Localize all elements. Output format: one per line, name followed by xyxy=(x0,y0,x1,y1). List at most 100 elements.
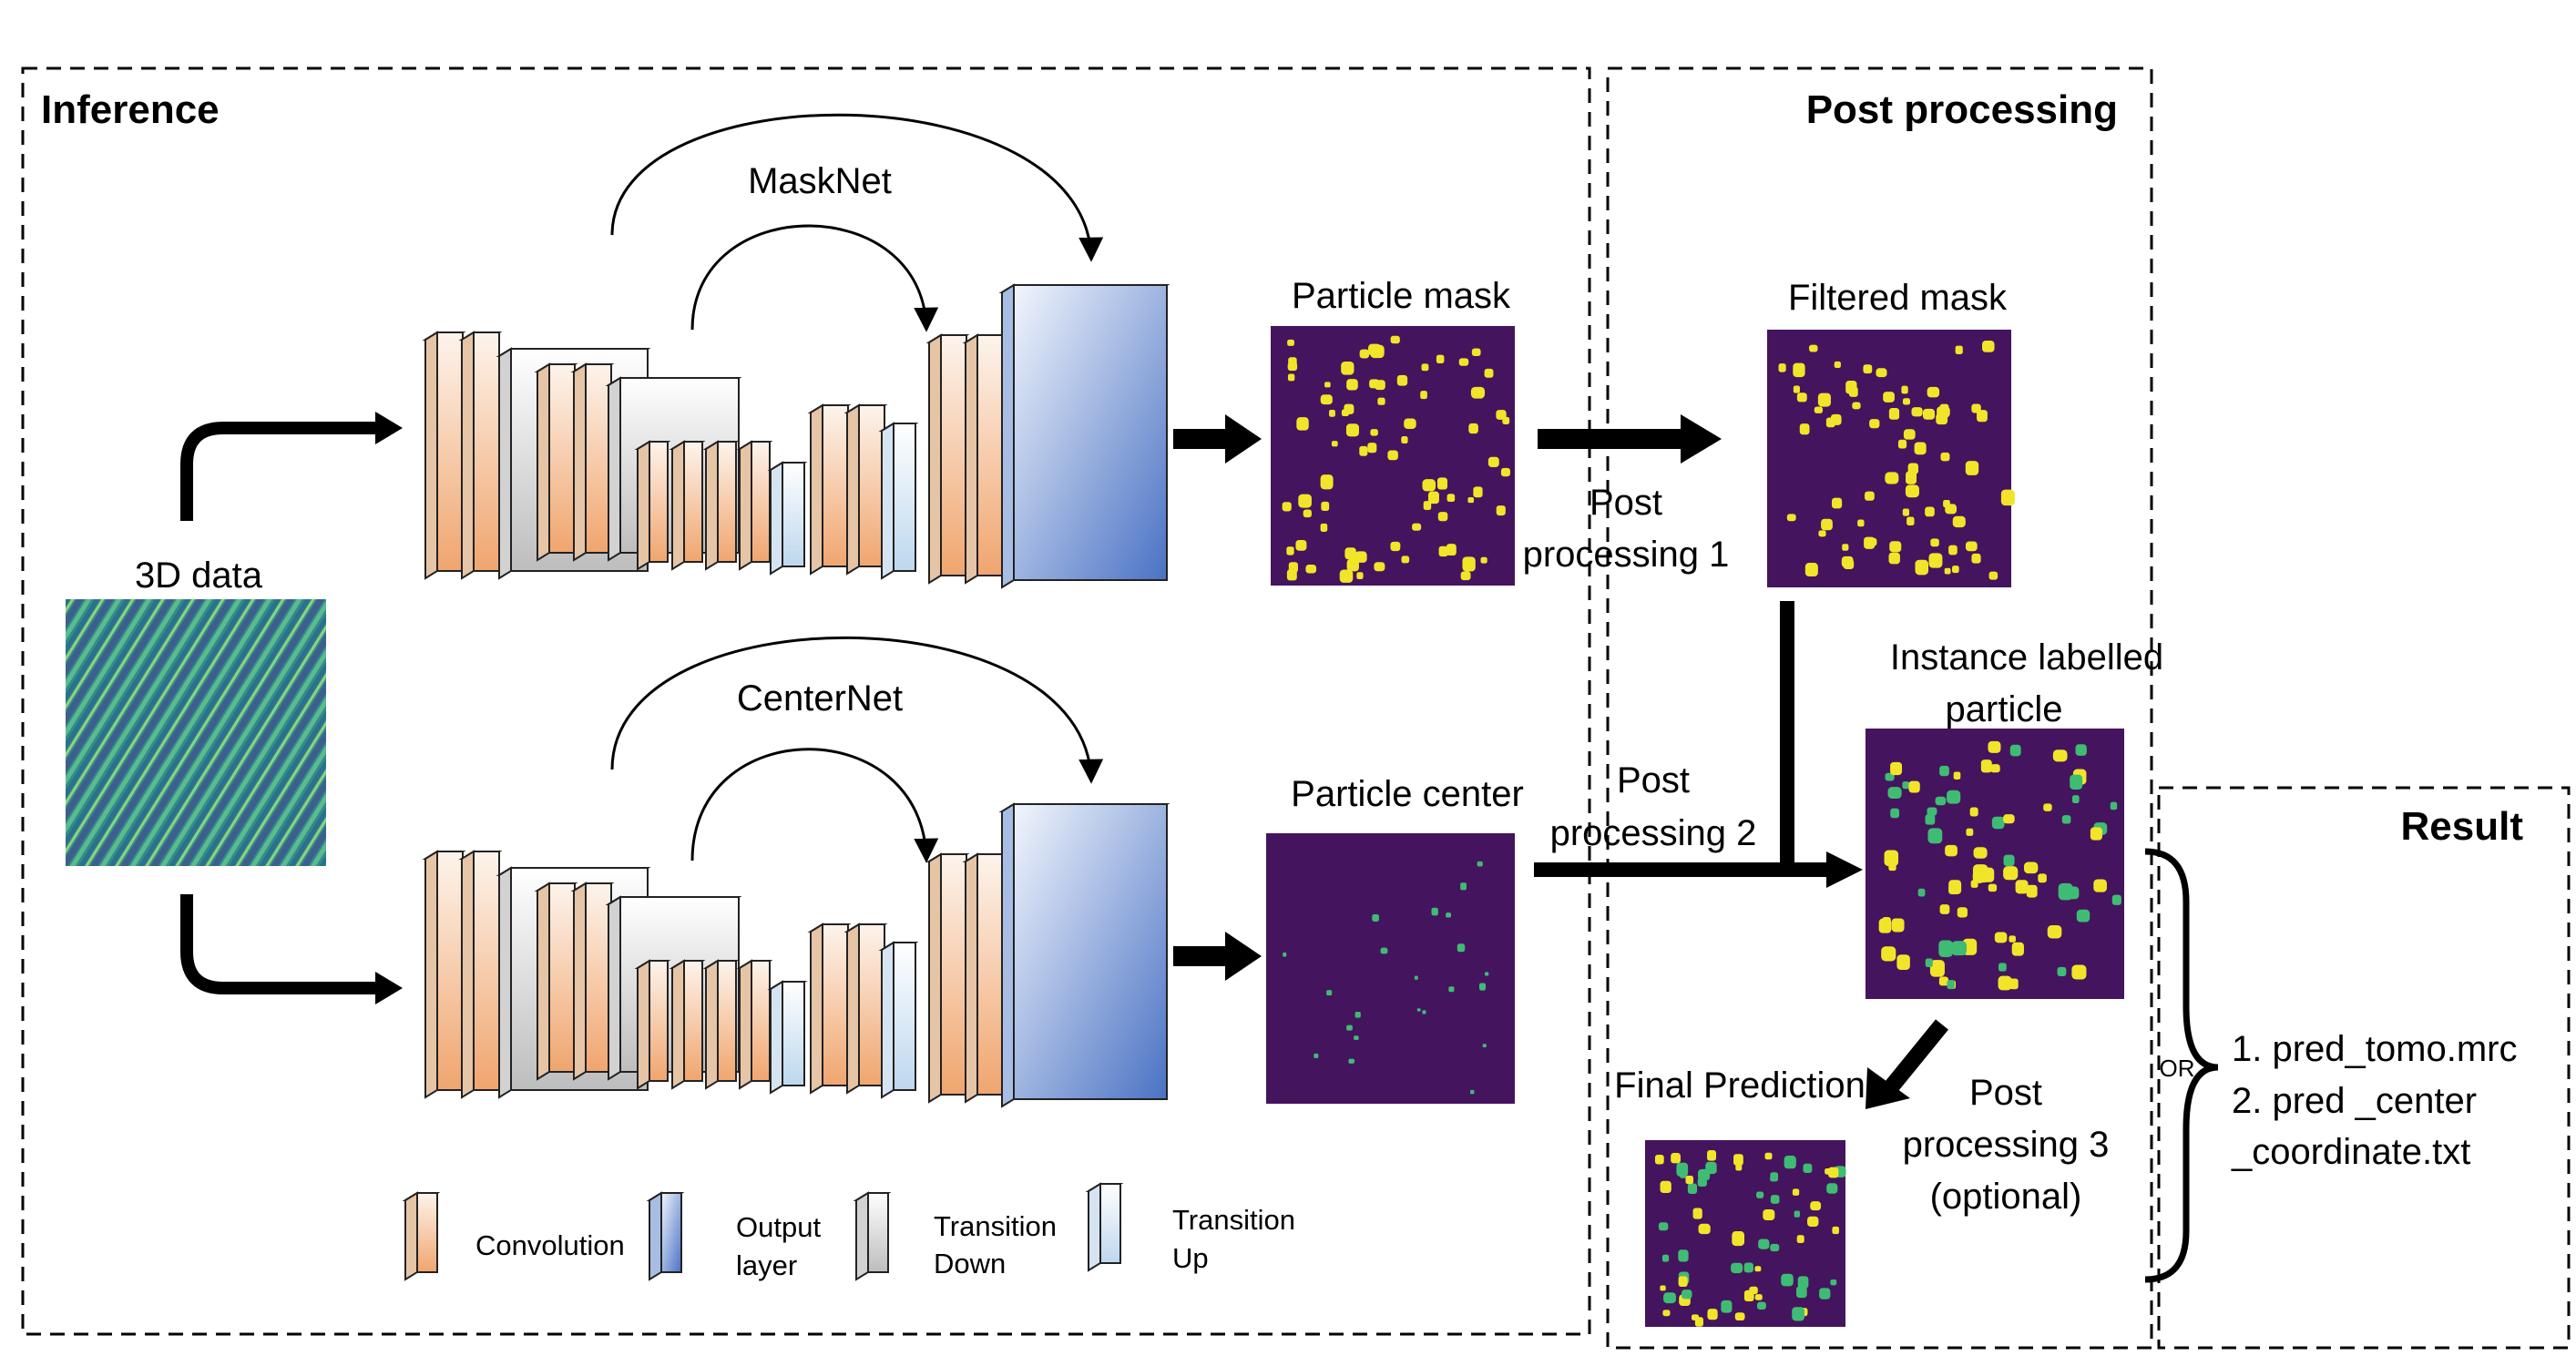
legend-output-label-line1: Output xyxy=(736,1211,821,1243)
particle xyxy=(1810,1201,1822,1211)
particle xyxy=(1830,413,1842,425)
particle xyxy=(1944,567,1951,575)
pp3-label-line3: (optional) xyxy=(1930,1177,2082,1217)
particle xyxy=(1778,363,1786,372)
particle xyxy=(1915,559,1929,576)
particle xyxy=(1830,1279,1837,1286)
particle xyxy=(1662,1310,1671,1317)
particle xyxy=(1320,474,1334,490)
legend-transition-down-glyph xyxy=(853,1191,892,1281)
particle xyxy=(1478,983,1487,991)
particle xyxy=(1367,443,1377,454)
transition-up-layer xyxy=(767,461,808,576)
result-item-2-line1: 2. pred _center xyxy=(2232,1081,2477,1121)
particle xyxy=(1368,343,1382,356)
masknet-layers xyxy=(422,283,1170,589)
particle xyxy=(1421,363,1429,372)
particle xyxy=(1922,408,1936,420)
centernet-outer-skip-arrow xyxy=(610,636,1104,784)
particle xyxy=(1692,1208,1702,1219)
particle xyxy=(2009,935,2016,943)
particle xyxy=(1500,467,1510,477)
particle xyxy=(1654,1154,1664,1165)
particle xyxy=(1460,882,1467,891)
masknet-label: MaskNet xyxy=(748,161,892,201)
particle xyxy=(1754,1294,1763,1300)
particle xyxy=(1935,796,1947,806)
particle xyxy=(1320,394,1333,405)
particle xyxy=(1826,1183,1838,1194)
particle xyxy=(2015,880,2029,894)
particle xyxy=(1485,972,1489,976)
particle xyxy=(1470,386,1486,399)
particle xyxy=(1940,452,1950,462)
particle xyxy=(2047,924,2062,939)
particle xyxy=(1888,407,1900,420)
particle xyxy=(1658,1222,1669,1231)
convolution-layer xyxy=(843,403,888,576)
particle xyxy=(1938,976,1949,986)
particle xyxy=(1888,552,1900,565)
convolution-layer xyxy=(534,362,578,562)
final-prediction-label: Final Prediction xyxy=(1614,1065,1866,1106)
particle xyxy=(1793,385,1800,393)
particle xyxy=(1404,418,1416,429)
particle xyxy=(1792,1188,1800,1196)
particle xyxy=(1446,494,1456,503)
particle xyxy=(1374,562,1385,572)
particle xyxy=(1965,461,1979,475)
particle-center-label: Particle center xyxy=(1291,774,1524,814)
particle xyxy=(1458,358,1469,366)
particle xyxy=(2076,909,2090,923)
particle xyxy=(2009,978,2019,990)
particle xyxy=(1348,1058,1354,1064)
particle xyxy=(1990,764,2000,773)
particle xyxy=(1889,541,1902,553)
particle xyxy=(1784,1156,1796,1169)
legend-tup-label-line1: Transition xyxy=(1172,1204,1295,1236)
particle xyxy=(1295,539,1307,551)
particle xyxy=(1305,564,1317,574)
particle xyxy=(1733,1154,1743,1166)
particle xyxy=(2000,489,2015,506)
result-brace xyxy=(2144,848,2219,1283)
particle xyxy=(1756,1191,1764,1198)
particle xyxy=(1852,402,1861,410)
particle xyxy=(1676,1162,1689,1177)
particle xyxy=(1320,523,1328,532)
particle xyxy=(1457,943,1466,953)
particle xyxy=(1953,771,1961,780)
particle xyxy=(1354,1035,1359,1040)
pp1-label-line2: processing 1 xyxy=(1523,535,1730,575)
particle xyxy=(1925,506,1935,517)
particle xyxy=(1988,740,2001,753)
particle xyxy=(1818,530,1826,537)
particle xyxy=(1930,538,1939,547)
particle xyxy=(1326,990,1333,996)
particle xyxy=(1911,407,1923,417)
input-arrows xyxy=(180,422,378,994)
particle xyxy=(1502,416,1510,424)
particle xyxy=(1876,368,1887,378)
particle xyxy=(1473,486,1483,498)
particle xyxy=(1438,545,1448,557)
instance-labelled-image xyxy=(1866,729,2124,999)
result-item-1: 1. pred_tomo.mrc xyxy=(2232,1029,2517,1069)
particle xyxy=(2058,882,2073,901)
particle xyxy=(1982,340,1995,352)
particle xyxy=(1796,392,1807,403)
particle xyxy=(1422,1010,1426,1014)
particle xyxy=(1431,907,1438,916)
or-label: OR xyxy=(2160,1055,2195,1082)
pp2-label-line1: Post xyxy=(1617,760,1690,800)
particle xyxy=(2070,774,2083,790)
particle xyxy=(1902,508,1910,516)
particle xyxy=(1902,781,1910,790)
particle xyxy=(1905,484,1919,498)
particle xyxy=(1467,497,1475,504)
particle xyxy=(1698,1168,1711,1181)
input-tomogram-image xyxy=(66,599,326,866)
pp3-label-line2: processing 3 xyxy=(1903,1125,2110,1165)
legend-tdown-label-line1: Transition xyxy=(934,1210,1057,1242)
